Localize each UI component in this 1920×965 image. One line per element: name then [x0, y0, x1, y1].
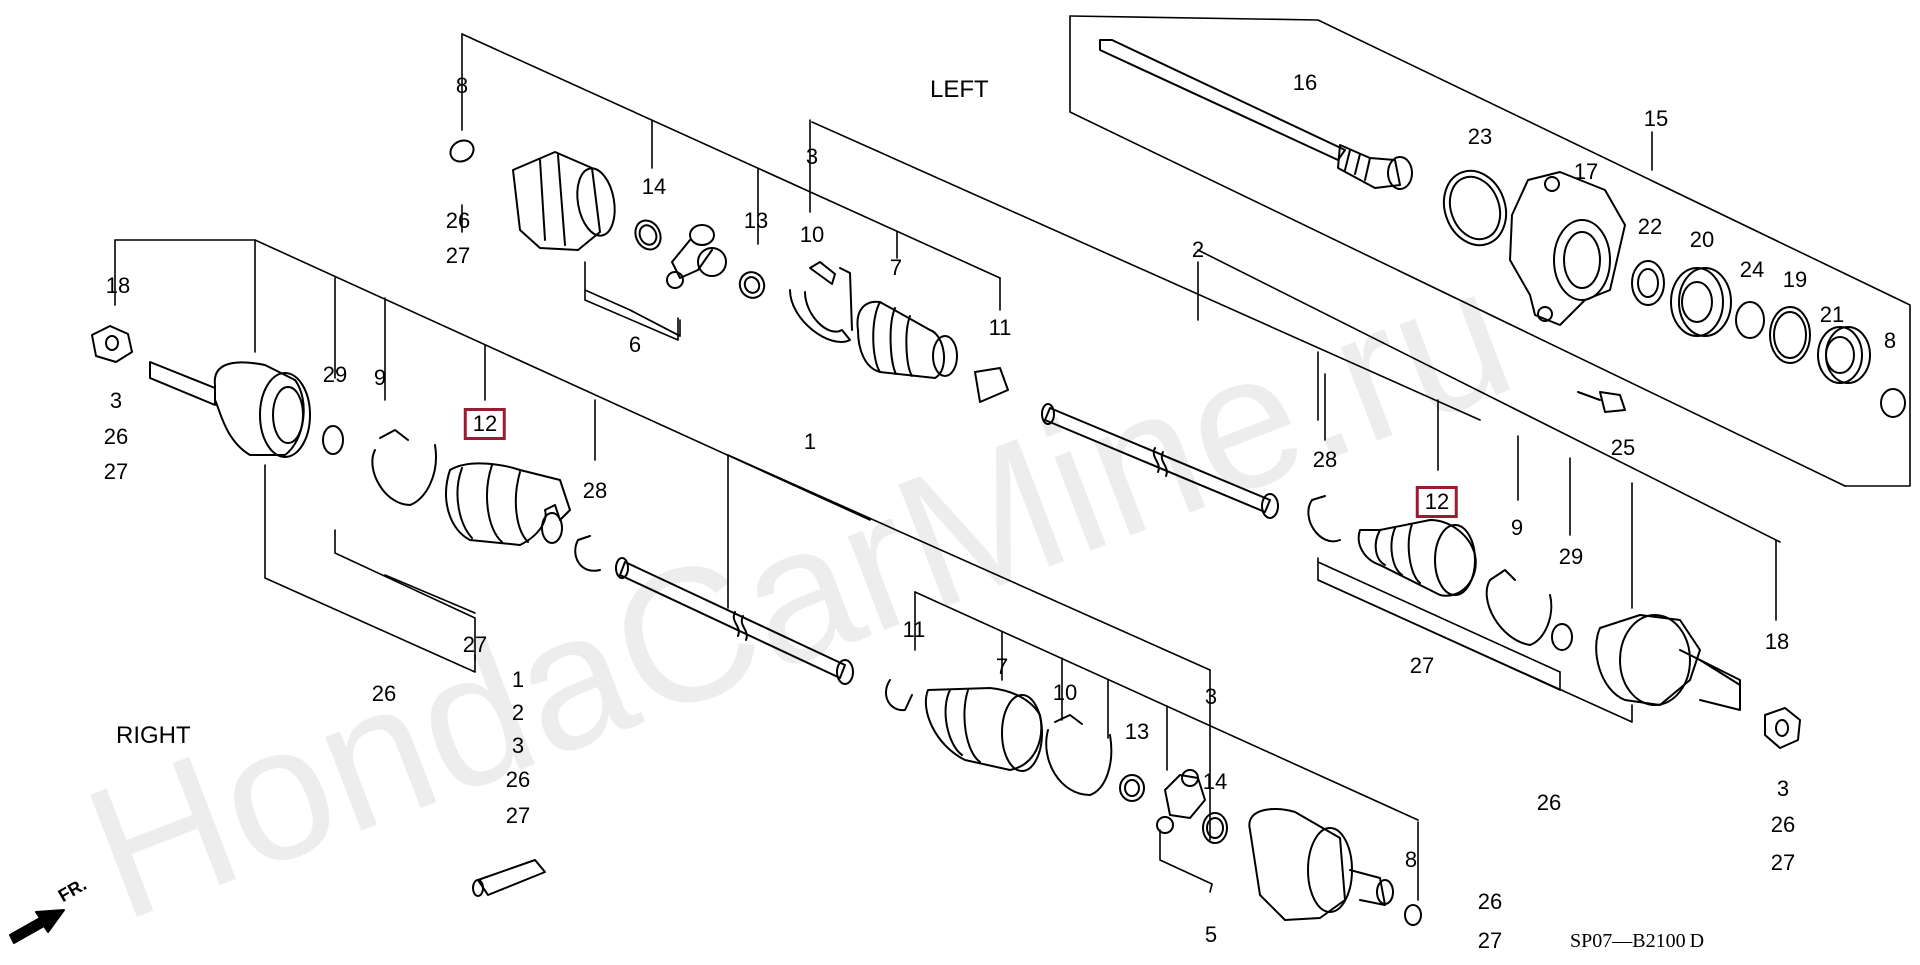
callout-label: 29 — [1558, 544, 1584, 569]
callout-label: 2 — [1191, 237, 1205, 262]
callout-label: 27 — [445, 243, 471, 268]
callout-label: 27 — [505, 803, 531, 828]
callout-label: 3 — [109, 388, 123, 413]
callout-label: 27 — [1770, 850, 1796, 875]
callout-label: 8 — [455, 73, 469, 98]
callout-label: 26 — [103, 424, 129, 449]
callout-label: 7 — [995, 654, 1009, 679]
callout-label: 27 — [1409, 653, 1435, 678]
leader-lines — [114, 15, 1911, 901]
callout-label: 24 — [1739, 257, 1765, 282]
left-shaft-parts — [1041, 403, 1801, 749]
callout-label: 28 — [1312, 447, 1338, 472]
callout-label: 2 — [511, 700, 525, 725]
highlighted-callout: 12 — [463, 408, 507, 440]
callout-label: 29 — [322, 362, 348, 387]
callout-label: 23 — [1467, 124, 1493, 149]
callout-label: 28 — [582, 478, 608, 503]
callout-label: 11 — [988, 315, 1012, 340]
callout-label: 13 — [743, 208, 769, 233]
callout-label: 7 — [889, 255, 903, 280]
callout-label: 3 — [511, 733, 525, 758]
callout-label: 9 — [373, 365, 387, 390]
callout-label: 26 — [371, 681, 397, 706]
callout-label: 14 — [641, 174, 667, 199]
callout-label: 22 — [1637, 214, 1663, 239]
callout-label: 26 — [505, 767, 531, 792]
left-inner-joint-parts — [449, 139, 1009, 403]
callout-label: 10 — [799, 222, 825, 247]
callout-label: 9 — [1510, 515, 1524, 540]
callout-label: 14 — [1202, 769, 1228, 794]
callout-label: 1 — [511, 667, 525, 692]
callout-label: 10 — [1052, 680, 1078, 705]
callout-label: 18 — [105, 273, 131, 298]
callout-label: 26 — [1536, 790, 1562, 815]
callout-label: 18 — [1764, 629, 1790, 654]
callout-label: 27 — [103, 459, 129, 484]
callout-label: 3 — [1776, 776, 1790, 801]
callout-label: 25 — [1610, 435, 1636, 460]
callout-label: 13 — [1124, 719, 1150, 744]
callout-label: 26 — [445, 208, 471, 233]
front-arrow-icon — [9, 909, 65, 944]
callout-label: 21 — [1819, 302, 1845, 327]
right-side-label: RIGHT — [116, 722, 191, 749]
callout-label: 27 — [462, 632, 488, 657]
callout-label: 26 — [1477, 889, 1503, 914]
callout-label: 6 — [628, 332, 642, 357]
callout-label: 27 — [1477, 928, 1503, 953]
callout-label: 3 — [805, 144, 819, 169]
diagram-code: SP07—B2100 D — [1570, 930, 1705, 952]
left-bearing-parts — [1099, 39, 1906, 418]
callout-label: 5 — [1204, 922, 1218, 947]
left-side-label: LEFT — [930, 76, 989, 103]
callout-label: 8 — [1883, 328, 1897, 353]
callout-label: 20 — [1689, 227, 1715, 252]
callout-label: 3 — [1204, 684, 1218, 709]
callout-label: 26 — [1770, 812, 1796, 837]
right-inner-parts — [885, 679, 1422, 926]
callout-label: 19 — [1782, 267, 1808, 292]
callout-label: 8 — [1404, 847, 1418, 872]
highlighted-callout: 12 — [1415, 486, 1459, 518]
callout-label: 16 — [1292, 70, 1318, 95]
right-outer-parts — [91, 325, 854, 897]
callout-label: 1 — [803, 429, 817, 454]
callout-label: 15 — [1643, 106, 1669, 131]
callout-label: 17 — [1573, 159, 1599, 184]
callout-label: 11 — [902, 617, 926, 642]
